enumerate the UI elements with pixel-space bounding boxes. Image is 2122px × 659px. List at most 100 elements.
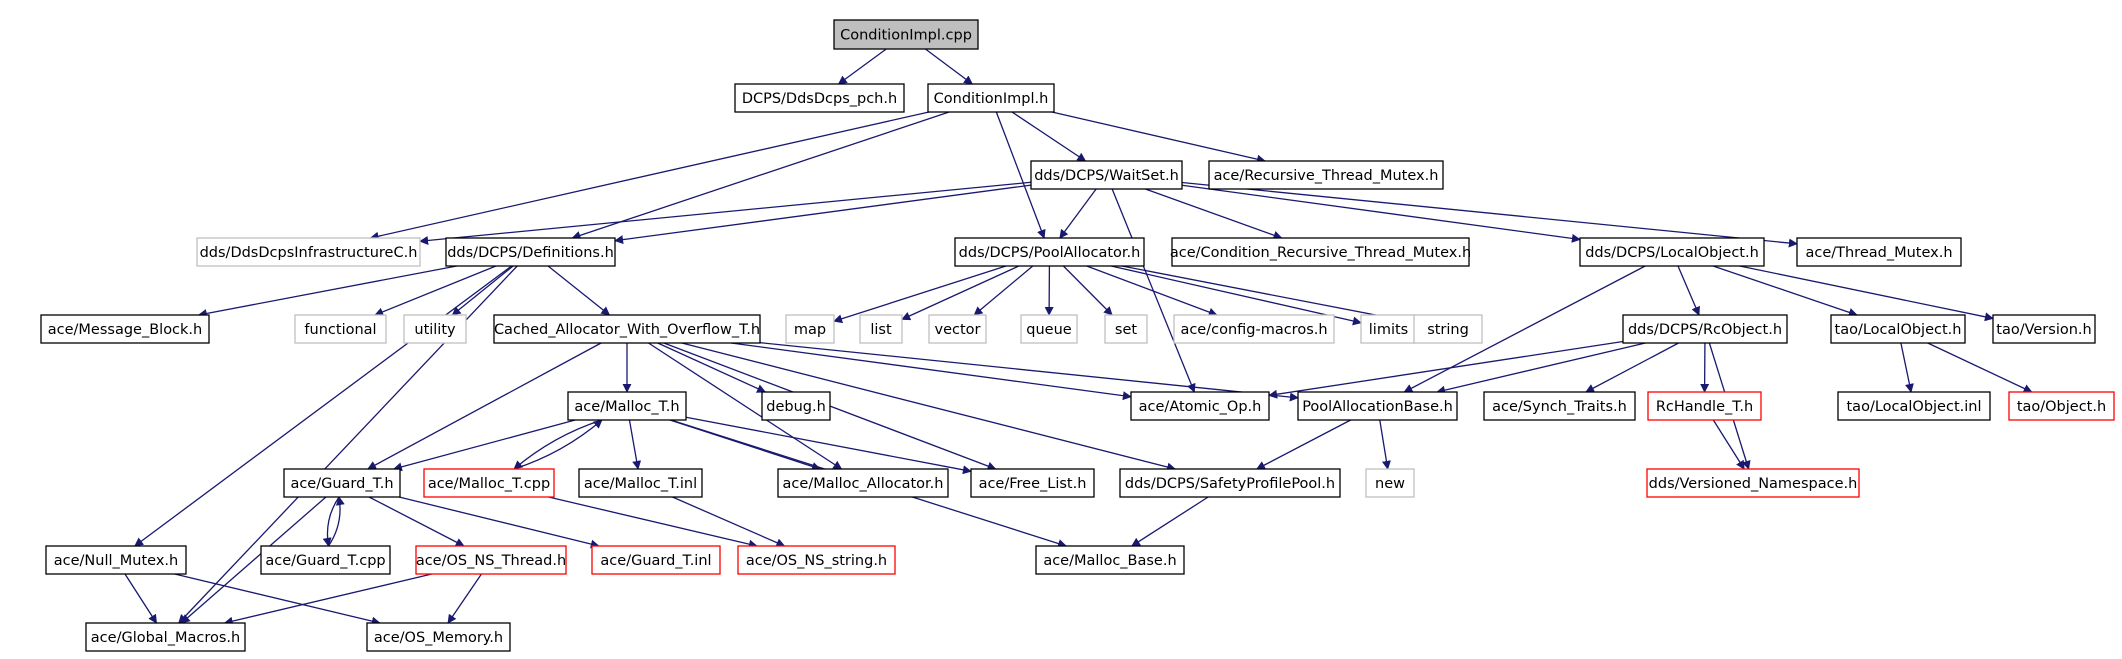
node-label: dds/DCPS/PoolAllocator.h	[959, 245, 1141, 261]
file-node-n30[interactable]: ace/Synch_Traits.h	[1483, 391, 1636, 421]
node-label: list	[870, 322, 892, 338]
edge-n14-n37	[648, 342, 843, 470]
node-label: ace/Null_Mutex.h	[54, 553, 178, 569]
file-node-n1[interactable]: DCPS/DdsDcps_pch.h	[734, 83, 905, 113]
file-node-n24[interactable]: tao/LocalObject.h	[1830, 314, 1966, 344]
file-node-n41[interactable]: dds/Versioned_Namespace.h	[1646, 468, 1860, 498]
file-node-n47[interactable]: ace/Malloc_Base.h	[1035, 545, 1185, 575]
node-box	[734, 83, 905, 113]
node-label: tao/LocalObject.inl	[1847, 399, 1982, 415]
node-box	[415, 545, 567, 575]
file-node-n43[interactable]: ace/Guard_T.cpp	[260, 545, 391, 575]
file-node-n14[interactable]: Cached_Allocator_With_Overflow_T.h	[493, 314, 761, 344]
node-label: tao/Version.h	[1996, 322, 2091, 338]
edge-n36-n46	[672, 496, 786, 547]
node-box	[283, 468, 401, 498]
file-node-n11[interactable]: ace/Message_Block.h	[40, 314, 210, 344]
file-node-n25[interactable]: tao/Version.h	[1992, 314, 2096, 344]
node-label: ace/Malloc_T.cpp	[428, 476, 550, 492]
node-box	[1030, 160, 1183, 190]
edge-n34-n45	[398, 496, 600, 549]
node-label: queue	[1026, 322, 1072, 338]
node-box	[366, 622, 511, 652]
file-node-n49[interactable]: ace/OS_Memory.h	[366, 622, 511, 652]
node-box	[493, 314, 761, 344]
edge-n7-n19	[1062, 265, 1113, 316]
node-label: ace/Recursive_Thread_Mutex.h	[1214, 168, 1439, 184]
file-node-n29[interactable]: PoolAllocationBase.h	[1297, 391, 1458, 421]
node-box	[1992, 314, 2096, 344]
file-node-n21: limits	[1360, 314, 1417, 344]
node-label: ace/OS_NS_string.h	[746, 553, 887, 569]
node-box	[423, 468, 555, 498]
node-label: dds/DCPS/RcObject.h	[1628, 322, 1782, 338]
node-label: ace/Malloc_Allocator.h	[783, 476, 944, 492]
node-box	[954, 237, 1145, 267]
node-label: DCPS/DdsDcps_pch.h	[742, 91, 897, 107]
edge-n9-n24	[1712, 265, 1858, 317]
file-node-n48[interactable]: ace/Global_Macros.h	[85, 622, 246, 652]
file-node-n10[interactable]: ace/Thread_Mutex.h	[1796, 237, 1962, 267]
node-box	[1837, 391, 1991, 421]
file-node-n36[interactable]: ace/Malloc_T.inl	[578, 468, 703, 498]
node-label: ace/Atomic_Op.h	[1139, 399, 1262, 415]
edge-n14-n39	[681, 342, 1177, 472]
edge-n14-n28	[731, 342, 1132, 401]
file-node-n7[interactable]: dds/DCPS/PoolAllocator.h	[954, 237, 1145, 267]
file-node-n35[interactable]: ace/Malloc_T.cpp	[423, 468, 555, 498]
node-label: ace/Synch_Traits.h	[1492, 399, 1627, 415]
file-node-n2[interactable]: ConditionImpl.h	[927, 83, 1055, 113]
node-label: ace/Guard_T.inl	[600, 553, 711, 569]
file-node-n37[interactable]: ace/Malloc_Allocator.h	[777, 468, 949, 498]
edge-n3-n5	[419, 181, 1032, 245]
edge-n2-n4	[1051, 111, 1266, 164]
file-node-n8[interactable]: ace/Condition_Recursive_Thread_Mutex.h	[1170, 237, 1471, 267]
edge-n9-n29	[1403, 265, 1646, 393]
node-box	[1119, 468, 1341, 498]
file-node-n4[interactable]: ace/Recursive_Thread_Mutex.h	[1208, 160, 1444, 190]
node-label: Cached_Allocator_With_Overflow_T.h	[494, 322, 760, 338]
node-box	[1579, 237, 1765, 267]
file-node-n19: set	[1104, 314, 1148, 344]
node-label: ace/Thread_Mutex.h	[1805, 245, 1952, 261]
node-label: dds/Versioned_Namespace.h	[1649, 476, 1858, 492]
file-node-n34[interactable]: ace/Guard_T.h	[283, 468, 401, 498]
file-node-n6[interactable]: dds/DCPS/Definitions.h	[445, 237, 616, 267]
node-box	[1173, 314, 1335, 344]
edge-n14-n34	[367, 342, 602, 470]
file-node-n15: map	[785, 314, 835, 344]
file-node-n3[interactable]: dds/DCPS/WaitSet.h	[1030, 160, 1183, 190]
edge-n35-n46	[548, 496, 758, 549]
node-box	[1130, 391, 1270, 421]
file-node-n26[interactable]: ace/Malloc_T.h	[567, 391, 687, 421]
file-node-n0[interactable]: ConditionImpl.cpp	[833, 19, 979, 50]
node-label: debug.h	[766, 399, 826, 415]
file-node-n32[interactable]: tao/LocalObject.inl	[1837, 391, 1991, 421]
edge-n23-n29	[1436, 342, 1646, 395]
file-node-n9[interactable]: dds/DCPS/LocalObject.h	[1579, 237, 1765, 267]
edge-n23-n30	[1585, 342, 1679, 393]
edge-n9-n25	[1739, 265, 1994, 322]
edge-n26-n38	[685, 416, 972, 475]
file-node-n38[interactable]: ace/Free_List.h	[970, 468, 1095, 498]
file-node-n28[interactable]: ace/Atomic_Op.h	[1130, 391, 1270, 421]
node-label: ace/Guard_T.cpp	[265, 553, 385, 569]
node-label: ace/Condition_Recursive_Thread_Mutex.h	[1170, 245, 1471, 261]
edge-n6-n14	[547, 265, 611, 316]
file-node-n31[interactable]: RcHandle_T.h	[1647, 391, 1762, 421]
file-node-n27[interactable]: debug.h	[761, 391, 831, 421]
edge-n35-n26	[513, 419, 603, 470]
node-box	[294, 314, 387, 344]
file-node-n23[interactable]: dds/DCPS/RcObject.h	[1622, 314, 1788, 344]
file-node-n46[interactable]: ace/OS_NS_string.h	[737, 545, 896, 575]
file-node-n45[interactable]: ace/Guard_T.inl	[591, 545, 721, 575]
node-label: ace/Free_List.h	[979, 476, 1087, 492]
file-node-n39[interactable]: dds/DCPS/SafetyProfilePool.h	[1119, 468, 1341, 498]
file-node-n33[interactable]: tao/Object.h	[2008, 391, 2115, 421]
file-node-n42[interactable]: ace/Null_Mutex.h	[45, 545, 187, 575]
node-box	[833, 19, 979, 50]
file-node-n44[interactable]: ace/OS_NS_Thread.h	[415, 545, 567, 575]
node-box	[1035, 545, 1185, 575]
